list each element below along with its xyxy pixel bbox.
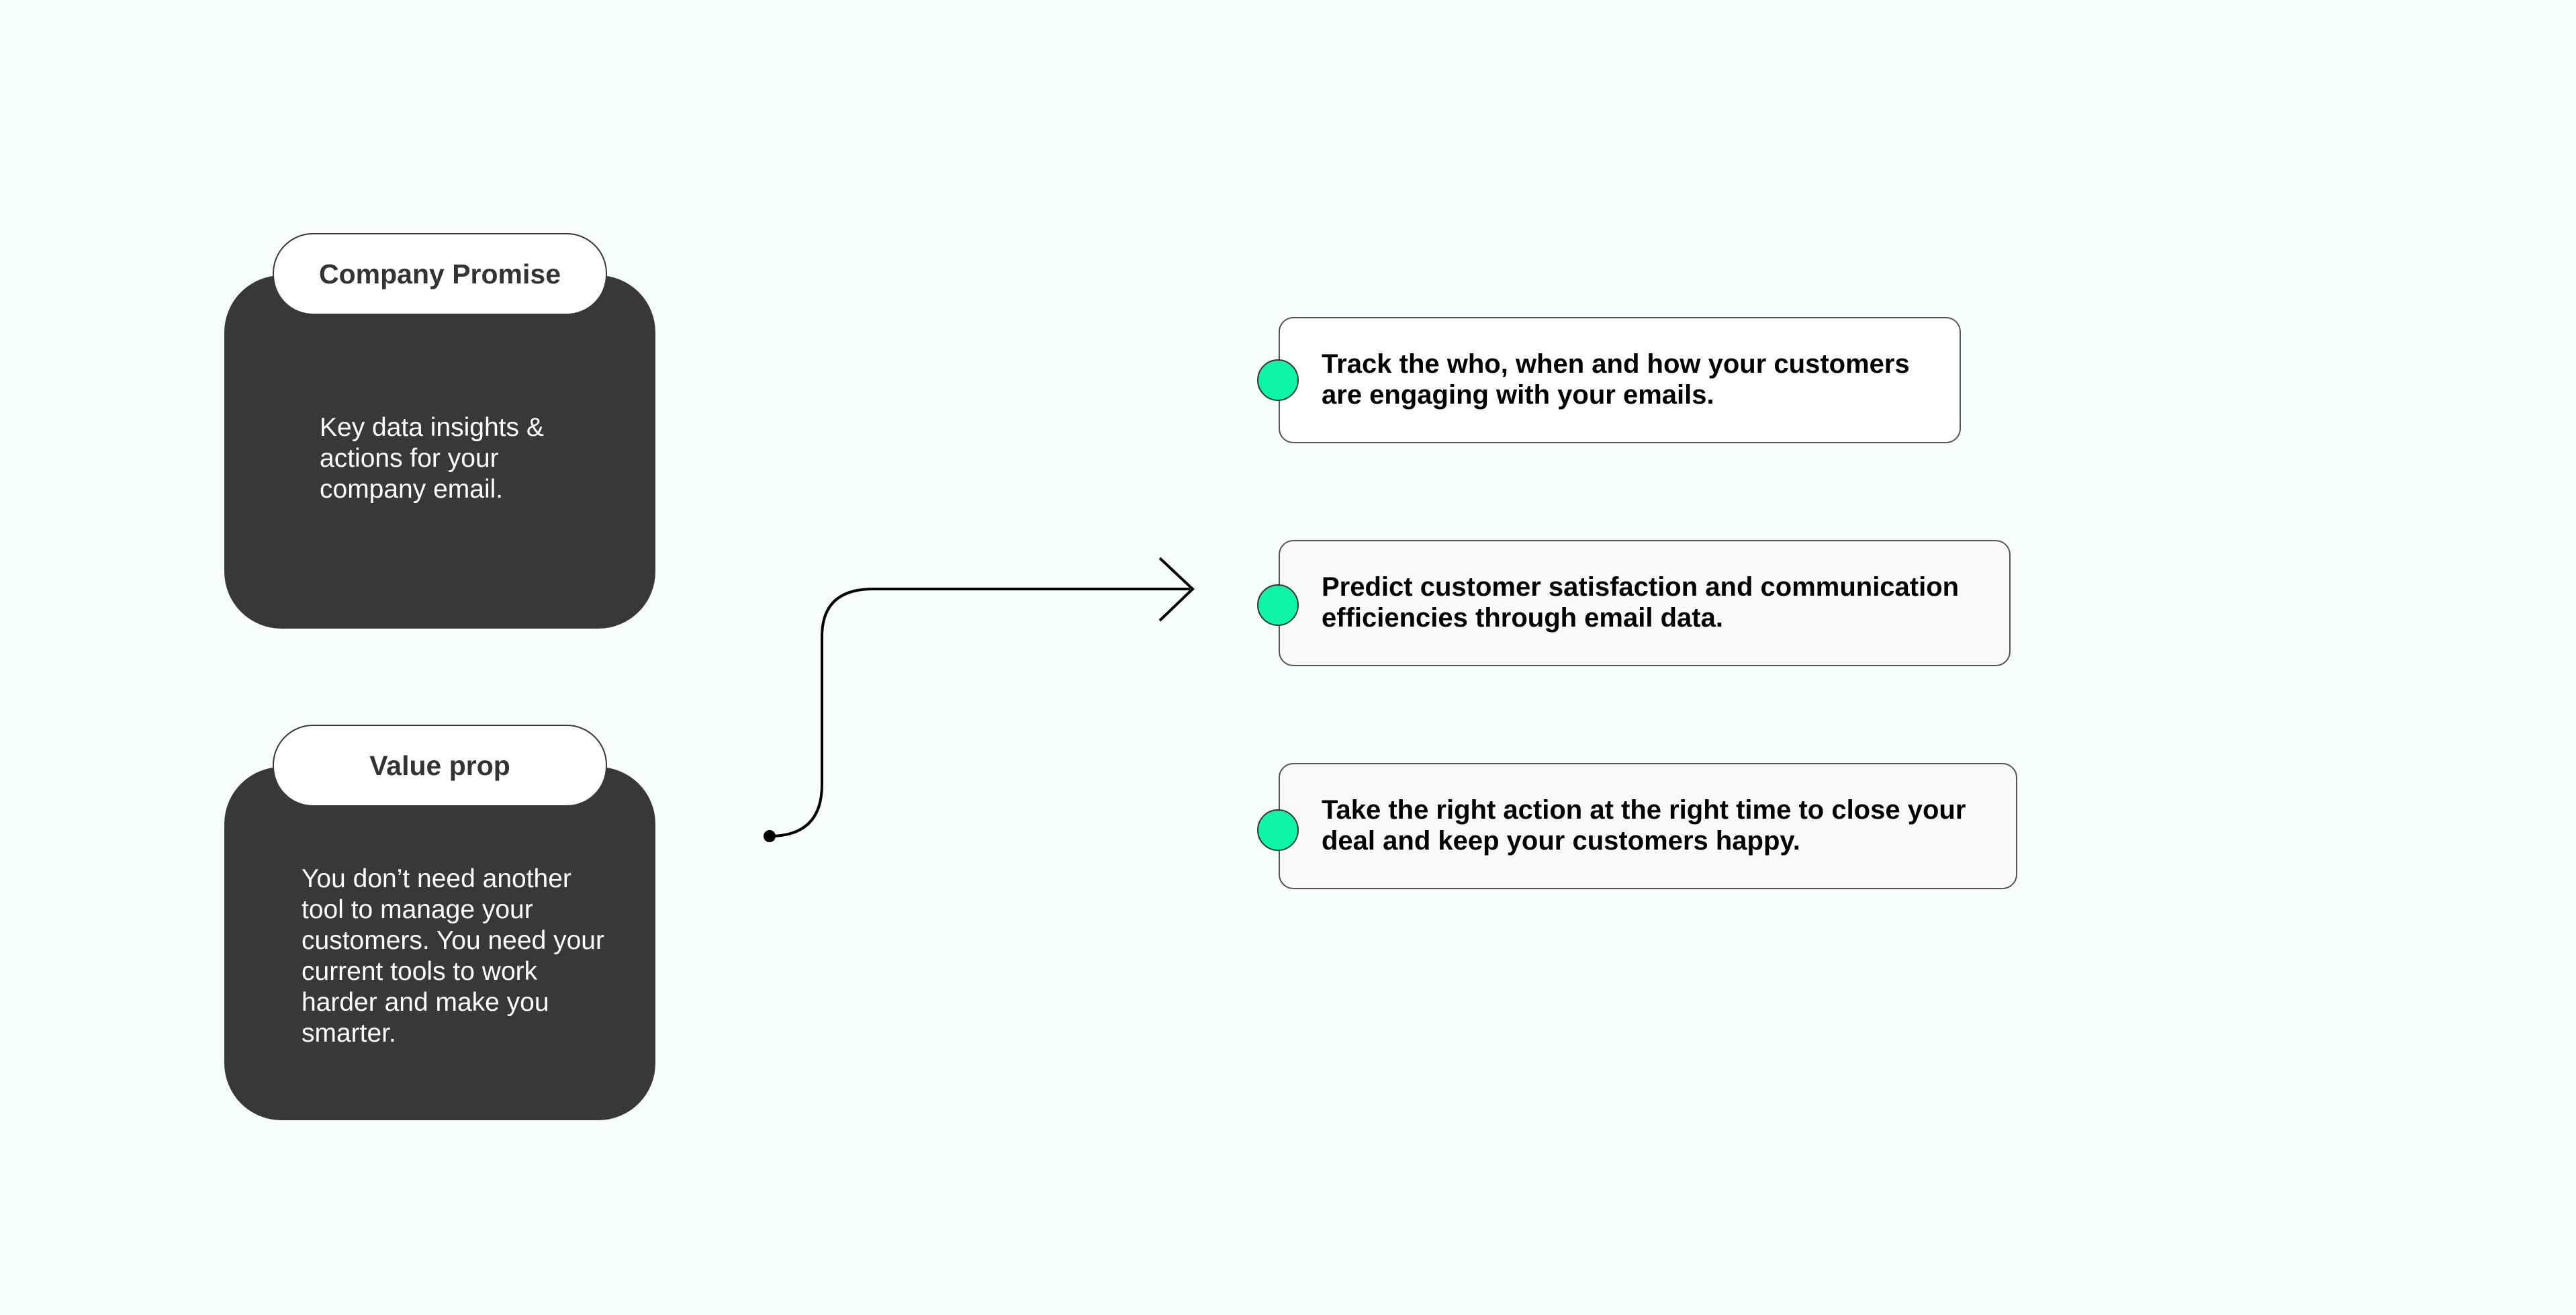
benefit-card-1: Track the who, when and how your custome… xyxy=(1279,317,1961,443)
arrow-head-icon xyxy=(1158,557,1195,622)
benefit-card-3: Take the right action at the right time … xyxy=(1279,763,2017,889)
connector-path xyxy=(769,588,1190,837)
value-prop-title: Value prop xyxy=(273,725,607,807)
benefit-card-2: Predict customer satisfaction and commun… xyxy=(1279,540,2011,666)
company-promise-text: Key data insights & actions for your com… xyxy=(320,413,544,504)
benefit-text-3: Take the right action at the right time … xyxy=(1322,795,1966,856)
benefit-bullet-1 xyxy=(1257,359,1299,401)
company-promise-title: Company Promise xyxy=(273,233,607,315)
benefit-bullet-3 xyxy=(1257,809,1299,851)
connector-start-dot xyxy=(764,830,776,842)
benefit-text-2: Predict customer satisfaction and commun… xyxy=(1322,572,1960,633)
value-prop-card: You don’t need another tool to manage yo… xyxy=(224,767,655,1120)
value-prop-text: You don’t need another tool to manage yo… xyxy=(302,864,604,1048)
company-promise-card: Key data insights & actions for your com… xyxy=(224,275,655,629)
benefit-text-1: Track the who, when and how your custome… xyxy=(1322,349,1910,410)
benefit-bullet-2 xyxy=(1257,584,1299,626)
